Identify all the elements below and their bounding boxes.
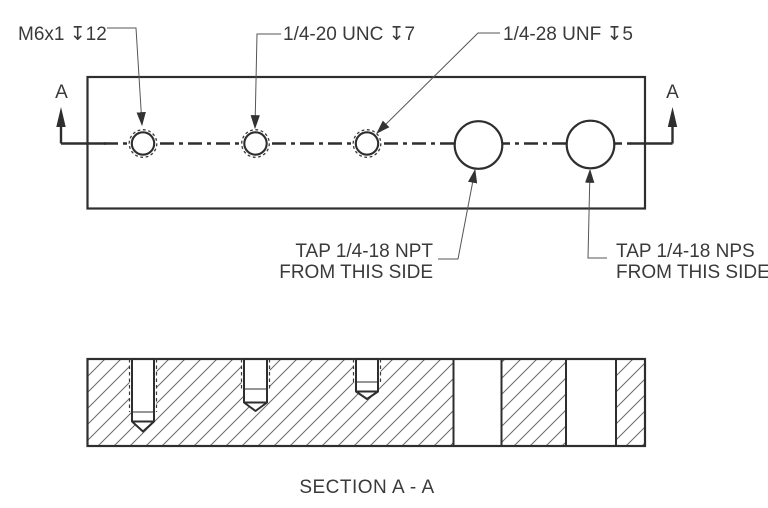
section-letter-left: A [55, 82, 68, 103]
plate-outline [86, 75, 647, 210]
callout-m6: M6x1 ↧12 [18, 24, 107, 45]
arrow-up-icon [56, 107, 66, 127]
callout-unc: 1/4-20 UNC ↧7 [283, 24, 415, 45]
section-hole-npt [452, 359, 503, 446]
top-view: A A M6x1 ↧12 1/4-20 UNC ↧7 1/4-28 UNF ↧5 [18, 24, 768, 283]
pipe-hole-npt [453, 120, 504, 170]
callout-unf: 1/4-28 UNF ↧5 [503, 24, 633, 45]
arrow-up-icon [667, 107, 678, 127]
section-outline [86, 357, 647, 448]
section-hole-unf [352, 359, 382, 400]
section-letter-right: A [666, 82, 679, 103]
leader-nps [585, 168, 607, 259]
section-hole-unc [240, 359, 271, 412]
section-view: SECTION A - A [86, 357, 647, 498]
callout-npt-line2: FROM THIS SIDE [279, 262, 433, 283]
pipe-hole-nps [565, 119, 616, 170]
section-arrow-left [56, 107, 66, 144]
tapped-hole-unf [352, 129, 382, 158]
callout-nps-line1: TAP 1/4-18 NPS [616, 241, 755, 262]
section-caption: SECTION A - A [299, 477, 434, 498]
tapped-hole-unc [241, 129, 270, 158]
leader-m6 [107, 27, 146, 127]
section-arrow-right [667, 107, 678, 144]
callout-npt-line1: TAP 1/4-18 NPT [295, 241, 433, 262]
leader-unc [250, 33, 281, 130]
tapped-hole-m6 [128, 129, 158, 158]
callout-npt: TAP 1/4-18 NPT FROM THIS SIDE [279, 241, 433, 283]
leader-npt [438, 168, 478, 260]
section-hole-nps [565, 359, 617, 446]
callout-nps-line2: FROM THIS SIDE [616, 262, 768, 283]
callout-nps: TAP 1/4-18 NPS FROM THIS SIDE [616, 241, 768, 283]
section-hole-m6 [128, 359, 158, 433]
leader-unf [376, 32, 500, 134]
hatch-area [87, 359, 645, 446]
